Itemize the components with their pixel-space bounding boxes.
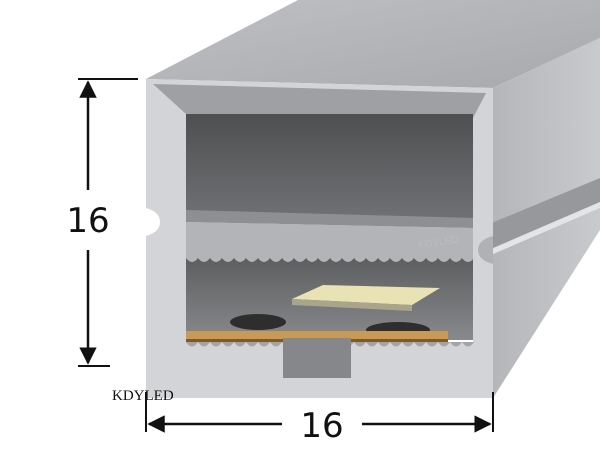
base-serrated-edge <box>186 342 474 347</box>
profile-top-surface <box>146 0 600 88</box>
profile-chamfer <box>153 84 486 118</box>
profile-right-notch <box>478 236 493 264</box>
profile-left-notch <box>146 208 160 236</box>
pcb-strip <box>186 331 448 340</box>
brand-label: KDYLED <box>112 388 174 404</box>
upper-cavity <box>186 114 473 222</box>
mounting-slot <box>283 338 351 378</box>
height-dimension-label: 16 <box>66 201 109 241</box>
led-chip-base <box>292 299 412 311</box>
diffuser-serrated-edge <box>186 258 474 262</box>
profile-side-groove-highlight <box>470 202 600 264</box>
width-dimension-label: 16 <box>300 406 343 446</box>
diffuser-shelf-top <box>186 210 473 228</box>
profile-side-groove <box>470 178 600 258</box>
diffuser-shelf <box>186 222 473 258</box>
led-chip <box>292 285 440 305</box>
resistor-left <box>230 314 286 330</box>
